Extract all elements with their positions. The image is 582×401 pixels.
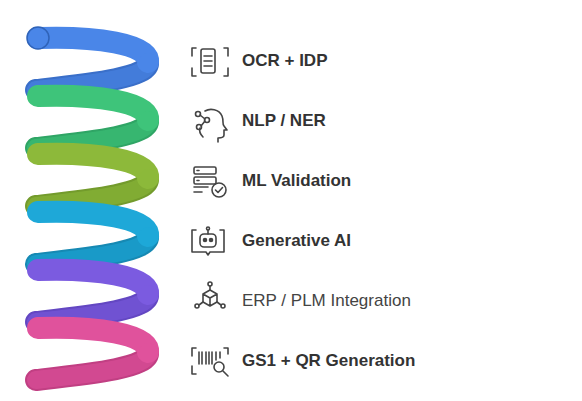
document-scan-icon <box>192 48 228 76</box>
step-label: Generative AI <box>242 231 351 251</box>
server-check-icon <box>194 167 226 197</box>
coil-spiral <box>27 27 148 380</box>
cube-network-icon <box>195 282 225 308</box>
coil-front-strand <box>38 270 148 294</box>
icon-set <box>192 48 228 376</box>
head-network-icon <box>196 109 228 142</box>
coil-front-strand <box>38 38 148 62</box>
step-label: ML Validation <box>242 171 351 191</box>
coil-front-strand <box>38 96 148 120</box>
coil-back-strand <box>36 352 148 380</box>
step-label: OCR + IDP <box>242 51 328 71</box>
step-label: GS1 + QR Generation <box>242 351 415 371</box>
coil-front-strand <box>38 154 148 178</box>
step-label: ERP / PLM Integration <box>242 291 411 311</box>
coil-end-cap <box>27 27 49 49</box>
coil-front-strand <box>38 212 148 236</box>
barcode-search-icon <box>192 348 228 376</box>
coil-front-strand <box>38 328 148 352</box>
step-label: NLP / NER <box>242 111 326 131</box>
coil-back-highlight <box>36 352 148 380</box>
robot-icon <box>192 227 224 255</box>
